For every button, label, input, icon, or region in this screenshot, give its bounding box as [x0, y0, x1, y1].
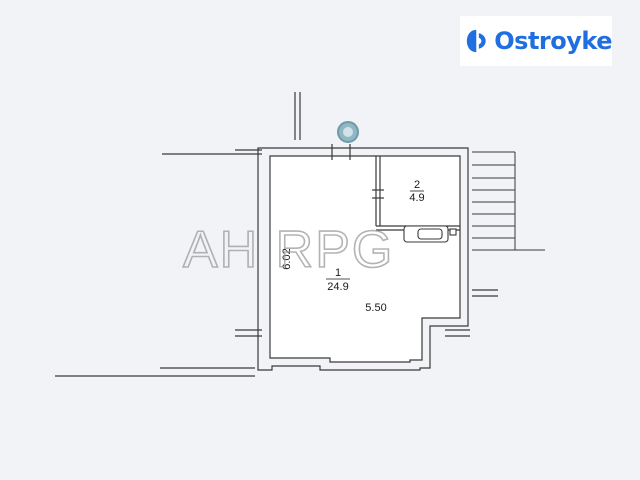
room-1-area: 24.9	[327, 281, 348, 293]
brand-logo[interactable]: Ostroyke	[460, 16, 612, 66]
context-lines	[55, 92, 498, 377]
watermark-text: AH RPG	[183, 221, 394, 279]
dimension-width: 5.50	[365, 302, 386, 314]
room-2-number: 2	[414, 179, 420, 191]
ostroyke-logo-icon	[466, 29, 486, 53]
room-1-number: 1	[335, 267, 341, 279]
brand-name: Ostroyke	[494, 27, 612, 55]
dimension-height: 6.02	[281, 248, 293, 269]
bathroom-fixtures	[403, 225, 457, 243]
room-2-area: 4.9	[409, 192, 424, 204]
stairs	[472, 151, 545, 251]
